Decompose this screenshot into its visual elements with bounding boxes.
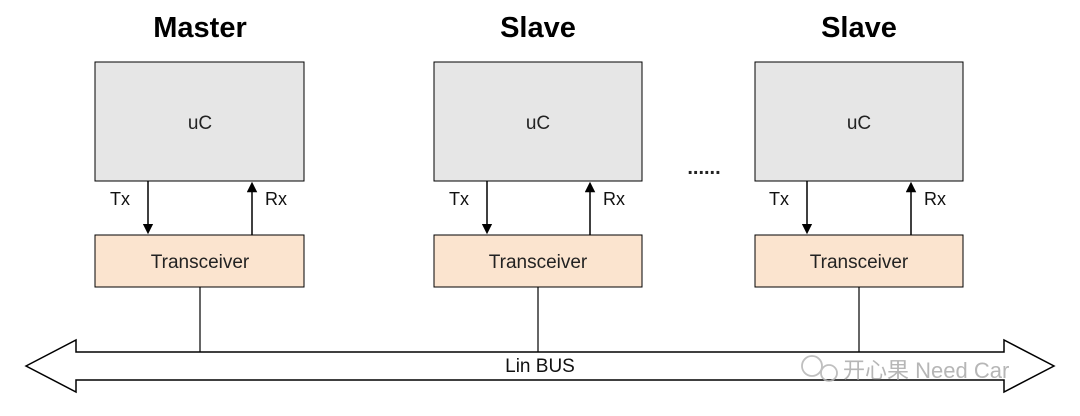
tx-label: Tx	[110, 189, 130, 209]
node-title: Slave	[821, 12, 897, 44]
transceiver-label: Transceiver	[151, 252, 250, 273]
rx-label: Rx	[603, 189, 625, 209]
transceiver-label: Transceiver	[810, 252, 909, 273]
tx-label: Tx	[769, 189, 789, 209]
node-title: Master	[153, 12, 247, 44]
chat-bubble-icon	[801, 355, 838, 382]
slave-node: Slave uC Tx Rx Transceiver	[754, 12, 964, 352]
tx-label: Tx	[449, 189, 469, 209]
rx-label: Rx	[265, 189, 287, 209]
uc-box	[754, 61, 964, 182]
transceiver-label: Transceiver	[489, 252, 588, 273]
more-nodes-ellipsis: ......	[687, 157, 720, 179]
uc-box	[433, 61, 643, 182]
uc-label: uC	[526, 113, 550, 134]
node-title: Slave	[500, 12, 576, 44]
bus-label: Lin BUS	[505, 356, 575, 377]
transceiver-box	[94, 234, 305, 288]
transceiver-box	[433, 234, 643, 288]
watermark-text: 开心果 Need Car	[843, 358, 1009, 383]
rx-label: Rx	[924, 189, 946, 209]
watermark: 开心果 Need Car	[801, 355, 1009, 383]
slave-node: Slave uC Tx Rx Transceiver	[433, 12, 643, 352]
uc-label: uC	[188, 113, 212, 134]
transceiver-box	[754, 234, 964, 288]
uc-label: uC	[847, 113, 871, 134]
lin-bus-arrow	[24, 338, 1056, 394]
uc-box	[94, 61, 305, 182]
master-node: Master uC Tx Rx Transceiver	[94, 12, 305, 352]
